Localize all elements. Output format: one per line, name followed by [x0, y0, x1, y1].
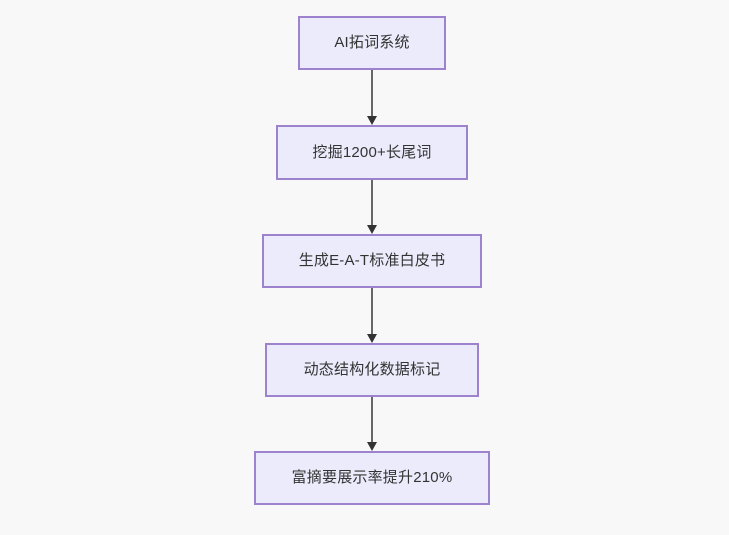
flowchart-edge-n4-to-n5	[366, 397, 378, 451]
arrow-down-icon	[367, 225, 377, 234]
flowchart-edge-n3-to-n4	[366, 288, 378, 343]
arrow-down-icon	[367, 334, 377, 343]
flowchart-node-label: 动态结构化数据标记	[303, 361, 441, 378]
edge-line	[371, 180, 373, 226]
arrow-down-icon	[367, 442, 377, 451]
flowchart-node-generate-eat-whitepaper[interactable]: 生成E-A-T标准白皮书	[262, 234, 482, 288]
flowchart-node-rich-snippet-rate-increase[interactable]: 富摘要展示率提升210%	[254, 451, 490, 505]
flowchart-node-label: 生成E-A-T标准白皮书	[298, 252, 446, 269]
edge-line	[371, 288, 373, 335]
flowchart-node-dynamic-structured-data-markup[interactable]: 动态结构化数据标记	[265, 343, 479, 397]
flowchart-node-ai-keyword-system[interactable]: AI拓词系统	[298, 16, 446, 70]
arrow-down-icon	[367, 116, 377, 125]
flowchart-node-label: 挖掘1200+长尾词	[312, 143, 432, 161]
flowchart-edge-n2-to-n3	[366, 180, 378, 234]
edge-line	[371, 397, 373, 443]
flowchart-node-label: AI拓词系统	[334, 34, 410, 51]
edge-line	[371, 70, 373, 117]
flowchart-edge-n1-to-n2	[366, 70, 378, 125]
flowchart-node-mine-longtail-keywords[interactable]: 挖掘1200+长尾词	[276, 125, 468, 180]
flowchart-node-label: 富摘要展示率提升210%	[291, 469, 453, 486]
